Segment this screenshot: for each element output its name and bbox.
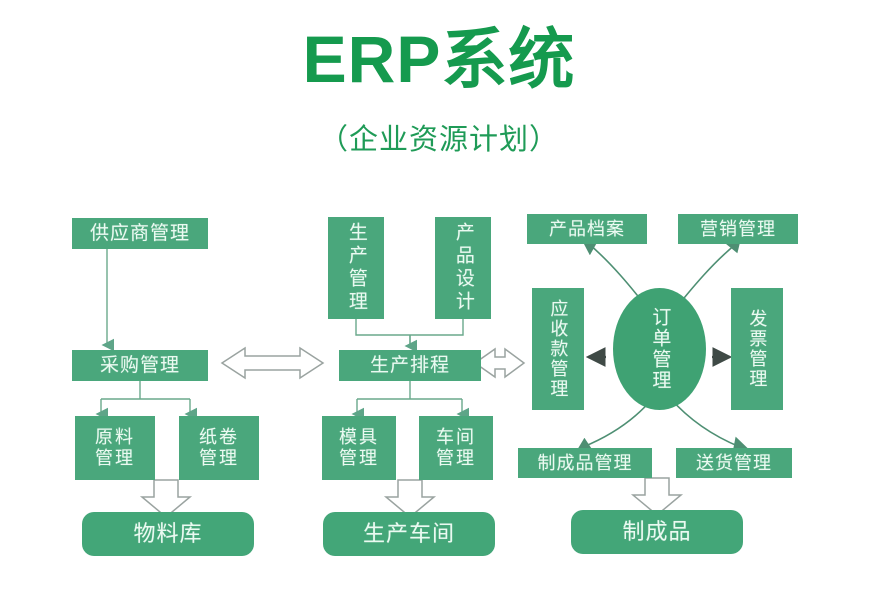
node-label: 纸卷 管理 bbox=[199, 427, 239, 468]
node-label: 模具 管理 bbox=[339, 427, 379, 468]
node-label: 采购管理 bbox=[99, 354, 180, 376]
node-label: 应收款管理 bbox=[548, 299, 569, 399]
node-supplier-management[interactable]: 供应商管理 bbox=[72, 218, 208, 249]
page-title: ERP系统 bbox=[302, 22, 576, 96]
line-production-design-merge bbox=[355, 319, 464, 345]
node-production-workshop[interactable]: 生产车间 bbox=[323, 512, 495, 556]
node-label: 产品档案 bbox=[549, 218, 625, 239]
node-finished-goods-management[interactable]: 制成品管理 bbox=[518, 448, 652, 478]
node-receivables-management[interactable]: 应收款管理 bbox=[532, 288, 584, 410]
node-production-management[interactable]: 生产管理 bbox=[328, 217, 384, 319]
block-double-arrow-purchase-scheduling bbox=[220, 346, 325, 380]
node-raw-material-management[interactable]: 原料 管理 bbox=[75, 416, 155, 480]
node-label: 生产车间 bbox=[362, 521, 455, 547]
node-label: 物料库 bbox=[133, 521, 203, 547]
node-purchase-management[interactable]: 采购管理 bbox=[72, 350, 208, 381]
line-scheduling-split bbox=[357, 381, 462, 400]
node-label: 供应商管理 bbox=[89, 222, 190, 244]
node-product-design[interactable]: 产品设计 bbox=[435, 217, 491, 319]
page-subtitle: （企业资源计划） bbox=[318, 124, 559, 156]
node-mold-management[interactable]: 模具 管理 bbox=[322, 416, 396, 480]
node-production-scheduling[interactable]: 生产排程 bbox=[339, 350, 481, 381]
curve-order-to-delivery bbox=[669, 397, 749, 453]
node-finished-goods[interactable]: 制成品 bbox=[571, 510, 743, 554]
node-label: 原料 管理 bbox=[95, 427, 135, 468]
node-label: 营销管理 bbox=[700, 218, 776, 239]
node-delivery-management[interactable]: 送货管理 bbox=[676, 448, 792, 478]
node-label: 生产管理 bbox=[345, 222, 367, 314]
line-purchase-split bbox=[101, 381, 190, 400]
block-double-arrow-scheduling-receivables bbox=[473, 347, 526, 379]
node-order-management[interactable]: 订单管理 bbox=[613, 288, 706, 410]
node-marketing-management[interactable]: 营销管理 bbox=[678, 214, 798, 244]
node-label: 制成品 bbox=[622, 519, 692, 545]
node-label: 产品设计 bbox=[452, 222, 474, 314]
node-label: 制成品管理 bbox=[537, 452, 633, 473]
node-label: 发票管理 bbox=[747, 309, 768, 389]
node-invoice-management[interactable]: 发票管理 bbox=[731, 288, 783, 410]
node-material-warehouse[interactable]: 物料库 bbox=[82, 512, 254, 556]
node-label: 送货管理 bbox=[696, 452, 772, 473]
node-label: 订单管理 bbox=[649, 307, 671, 391]
node-label: 车间 管理 bbox=[436, 427, 476, 468]
node-product-archive[interactable]: 产品档案 bbox=[527, 214, 647, 244]
node-workshop-management[interactable]: 车间 管理 bbox=[419, 416, 493, 480]
node-paper-roll-management[interactable]: 纸卷 管理 bbox=[179, 416, 259, 480]
node-label: 生产排程 bbox=[369, 354, 450, 376]
